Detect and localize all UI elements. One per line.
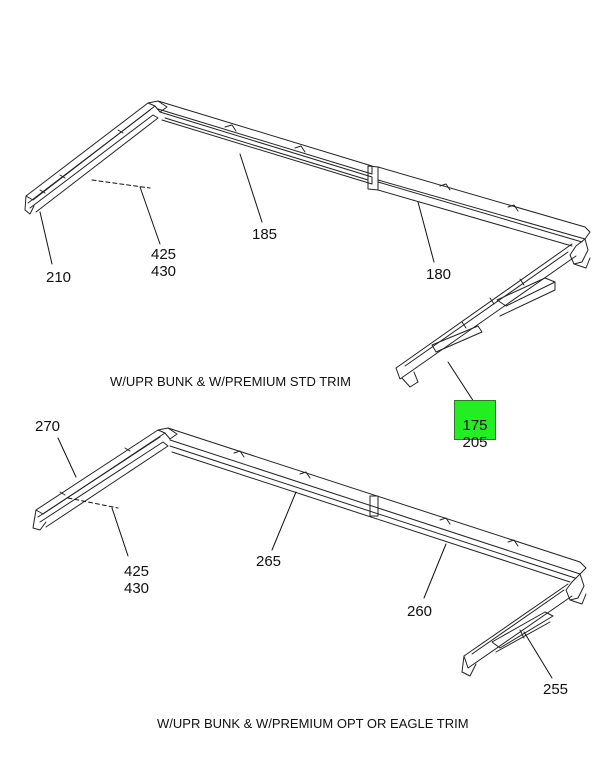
lower-long-rail — [167, 427, 587, 583]
callout-210: 210 — [46, 269, 72, 286]
callout-425-lower: 425 — [124, 563, 150, 580]
upper-corner — [147, 100, 168, 113]
callout-255: 255 — [543, 681, 569, 698]
callout-185: 185 — [252, 226, 278, 243]
caption-upper: W/UPR BUNK & W/PREMIUM STD TRIM — [110, 374, 351, 389]
lower-rail-joint — [369, 495, 379, 517]
upper-right-rail — [377, 166, 591, 247]
callout-270: 270 — [35, 418, 61, 435]
caption-lower: W/UPR BUNK & W/PREMIUM OPT OR EAGLE TRIM — [157, 716, 469, 731]
callout-205: 205 — [462, 434, 488, 451]
callout-265: 265 — [256, 553, 282, 570]
callout-430-lower: 430 — [124, 580, 150, 597]
lower-left-rail — [32, 429, 169, 531]
callout-425-upper: 425 — [151, 246, 177, 263]
callout-430-upper: 430 — [151, 263, 177, 280]
callout-260: 260 — [407, 603, 433, 620]
leader-lines — [39, 153, 553, 679]
lower-trim-assembly — [32, 427, 587, 677]
lower-descending-rail — [461, 583, 573, 677]
upper-left-rail — [24, 102, 159, 215]
lower-end-cap — [565, 573, 587, 605]
upper-long-rail — [157, 100, 373, 185]
highlighted-callout-box[interactable]: 175 205 — [454, 400, 496, 451]
callout-180: 180 — [426, 266, 452, 283]
callout-175: 175 — [462, 417, 488, 434]
upper-rail-joint — [367, 165, 379, 191]
lower-corner — [157, 427, 178, 440]
upper-end-cap — [569, 238, 591, 269]
upper-trim-assembly — [24, 100, 591, 388]
upper-descending-rail — [395, 243, 577, 388]
